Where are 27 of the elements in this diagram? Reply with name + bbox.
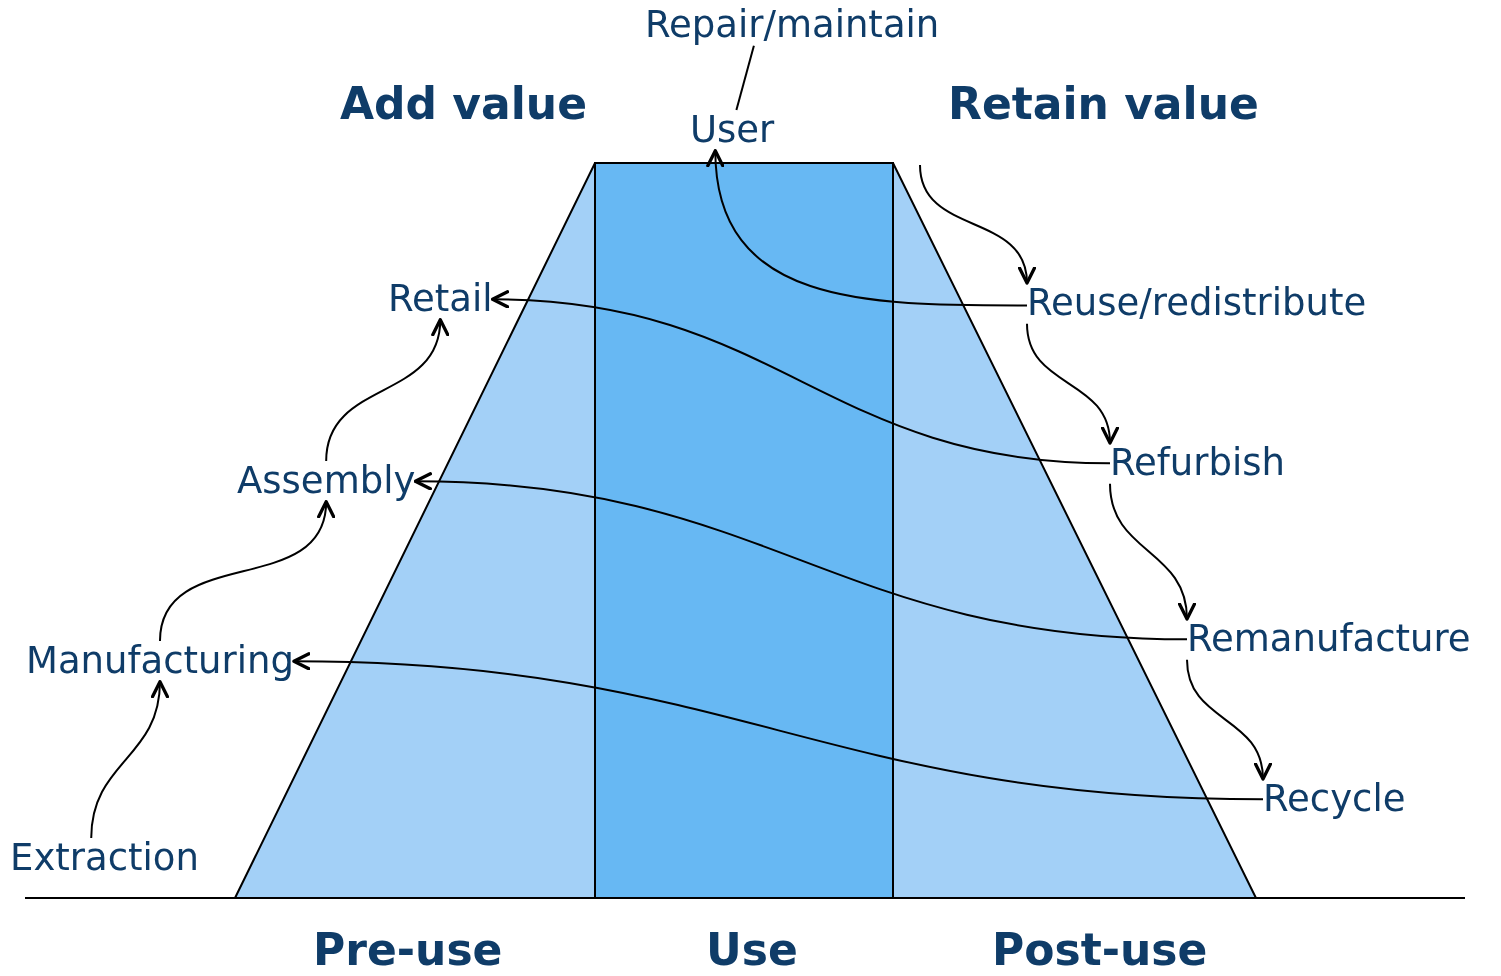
- phase-label: Pre-use: [313, 926, 503, 975]
- curved-arrow: [90, 680, 168, 839]
- curved-arrow: [707, 149, 1028, 307]
- stage-label: Remanufacture: [1187, 619, 1471, 660]
- curved-arrow: [1026, 322, 1118, 445]
- stage-label: Extraction: [10, 838, 199, 879]
- curved-arrow: [919, 164, 1035, 285]
- heading: Add value: [340, 80, 587, 129]
- stage-label: Repair/maintain: [645, 5, 940, 46]
- phase-label: Use: [706, 926, 798, 975]
- stage-label: User: [690, 110, 775, 151]
- curved-arrow: [158, 500, 333, 642]
- stage-label: Retail: [388, 279, 493, 320]
- stage-label: Refurbish: [1110, 443, 1285, 484]
- stage-label: Manufacturing: [26, 641, 294, 682]
- curved-arrow: [1186, 658, 1271, 781]
- stage-label: Recycle: [1263, 779, 1406, 820]
- curved-arrow: [325, 318, 448, 462]
- curved-arrow: [1109, 482, 1195, 621]
- curved-arrow: [413, 472, 1188, 641]
- stage-label: Assembly: [237, 461, 416, 502]
- curved-arrow: [292, 652, 1264, 801]
- stage-label: Reuse/redistribute: [1027, 283, 1367, 324]
- curved-arrow: [490, 290, 1111, 465]
- phase-label: Post-use: [992, 926, 1208, 975]
- leader-line: [735, 44, 755, 111]
- heading: Retain value: [948, 80, 1259, 129]
